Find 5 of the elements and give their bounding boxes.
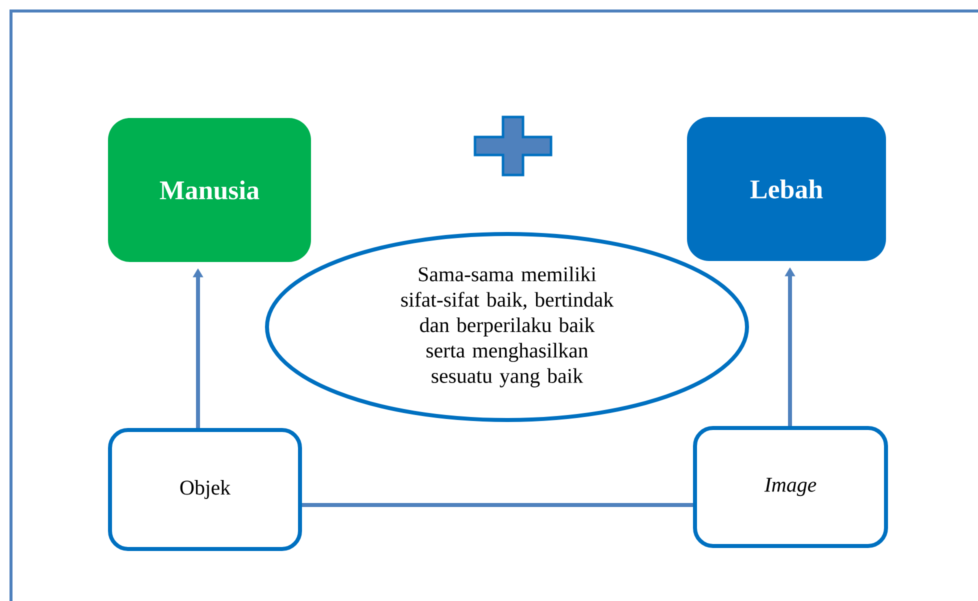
process-box: Manusia (108, 118, 311, 262)
process-box: Objek (108, 428, 302, 551)
process-box: Image (693, 426, 888, 548)
process-box: Lebah (687, 117, 886, 261)
plus-sign (474, 116, 552, 176)
